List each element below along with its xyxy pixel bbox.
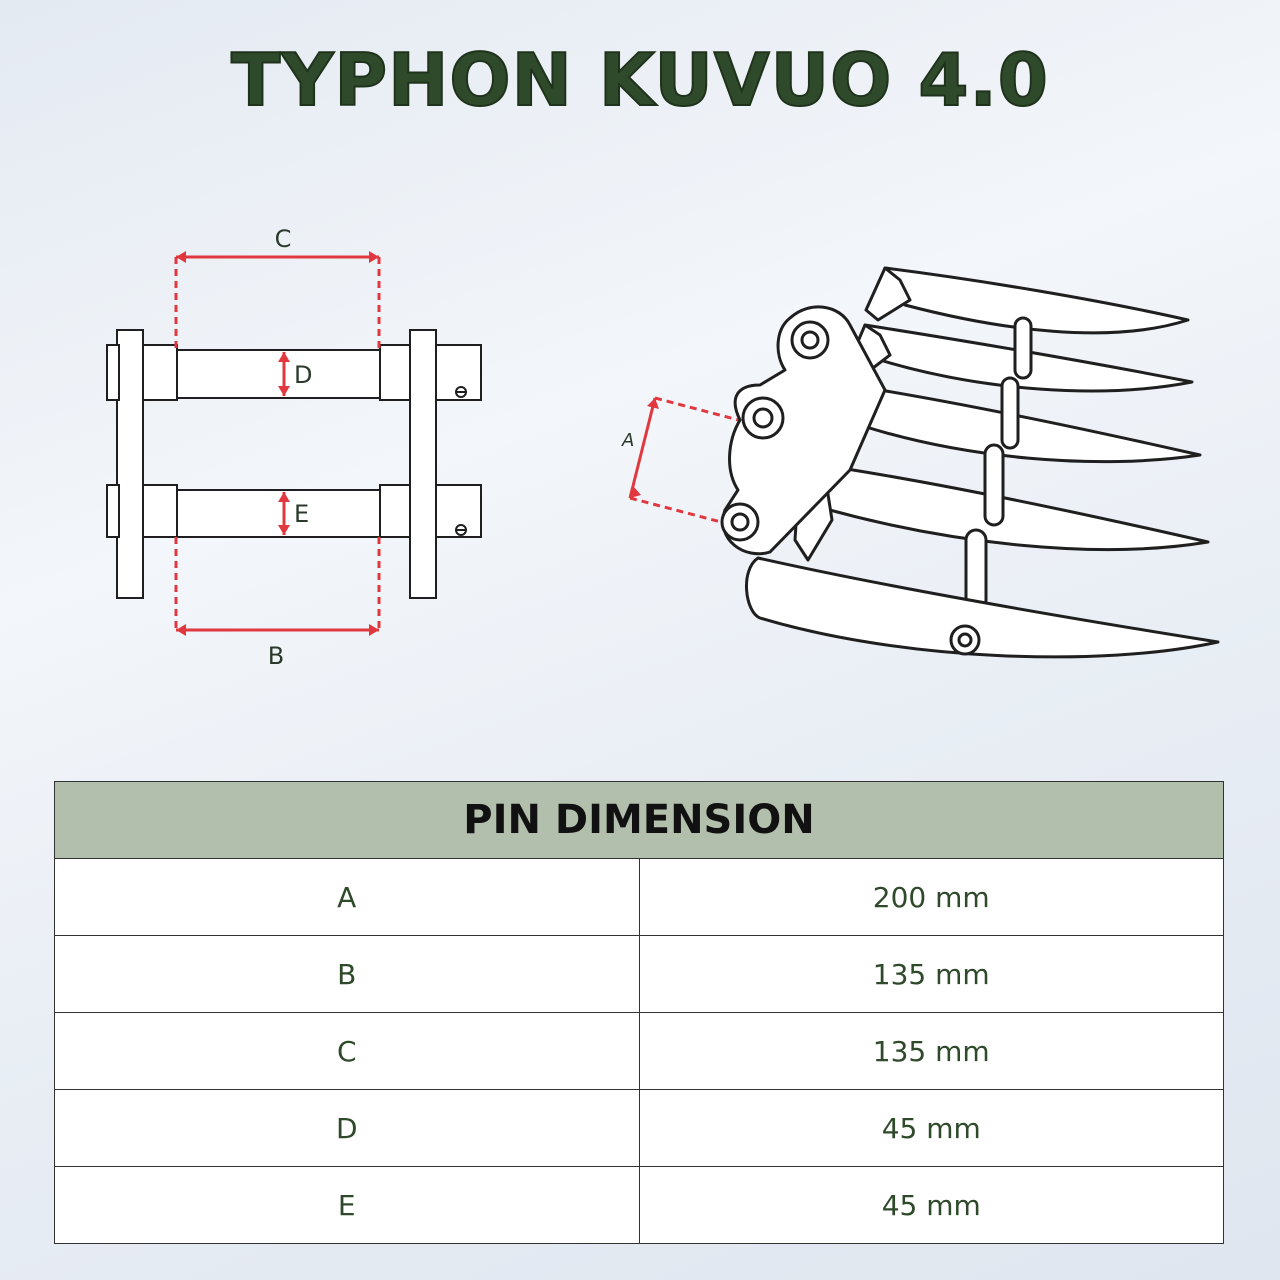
table-header-row: PIN DIMENSION: [54, 781, 1224, 859]
dimension-value: 45 mm: [638, 1166, 1224, 1244]
tine: [883, 266, 1190, 335]
label-c: C: [275, 225, 292, 253]
tine-bracket: [864, 266, 912, 322]
base-plate: [744, 556, 1220, 659]
pin-schematic: [106, 329, 482, 599]
bottom-pin: [176, 489, 381, 538]
table-row: C 135 mm: [54, 1012, 1224, 1090]
cross-bar: [983, 443, 1005, 527]
cross-bar: [1013, 316, 1033, 380]
top-pin-right-boss: [379, 344, 411, 401]
label-d: D: [294, 361, 312, 389]
top-pin: [176, 349, 381, 399]
right-plate: [409, 329, 437, 599]
dimension-value: 135 mm: [638, 935, 1224, 1013]
pin-diagram: C B D E A: [106, 225, 1220, 670]
left-plate: [116, 329, 144, 599]
page-title: TYPHON KUVUO 4.0: [230, 37, 1049, 123]
bottom-pin-left-boss: [142, 484, 178, 538]
dimension-value: 200 mm: [638, 858, 1224, 936]
dimension-label: E: [54, 1166, 640, 1244]
mounting-bracket: [721, 305, 887, 556]
dimension-value: 45 mm: [638, 1089, 1224, 1167]
cross-bar: [1000, 376, 1020, 450]
table-row: B 135 mm: [54, 935, 1224, 1013]
dimension-label: C: [54, 1012, 640, 1090]
left-plate-tab-bottom: [106, 484, 120, 538]
cross-bar: [964, 528, 988, 612]
table-header: PIN DIMENSION: [54, 781, 1224, 859]
dimension-value: 135 mm: [638, 1012, 1224, 1090]
label-b: B: [268, 642, 284, 670]
dimension-label: A: [54, 858, 640, 936]
dimension-label: B: [54, 935, 640, 1013]
pin-dimension-table: PIN DIMENSION A 200 mm B 135 mm C 135 mm…: [54, 781, 1224, 1244]
dimension-label: D: [54, 1089, 640, 1167]
table-row: A 200 mm: [54, 858, 1224, 936]
dimension-lines: [174, 251, 766, 636]
left-plate-tab-top: [106, 344, 120, 401]
top-pin-left-boss: [142, 344, 178, 401]
table-row: D 45 mm: [54, 1089, 1224, 1167]
label-e: E: [294, 500, 309, 528]
bottom-pin-right-boss: [379, 484, 411, 538]
label-a: A: [621, 430, 634, 451]
table-row: E 45 mm: [54, 1166, 1224, 1244]
rake-drawing: [720, 266, 1220, 659]
